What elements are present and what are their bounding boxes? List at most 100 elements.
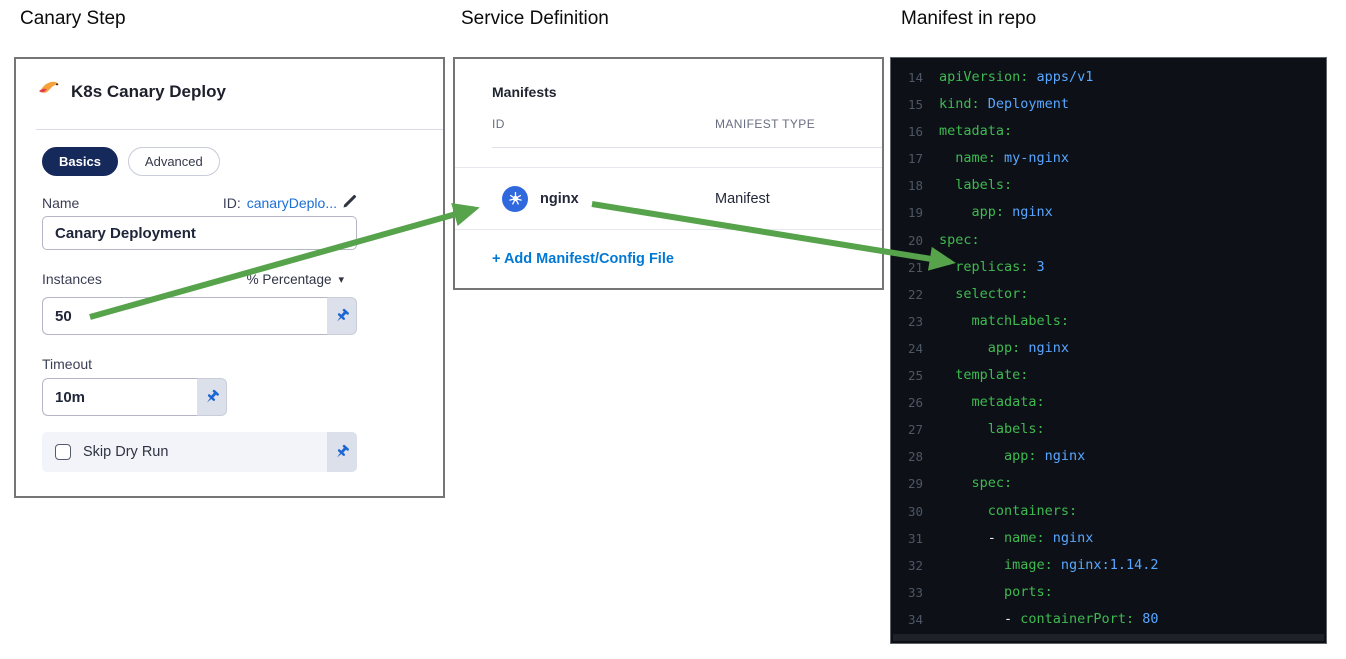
code-line: 28 app: nginx — [891, 443, 1326, 470]
line-number: 30 — [907, 503, 923, 519]
code-text: apiVersion: apps/v1 — [939, 69, 1094, 85]
canary-step-heading: Canary Step — [20, 8, 126, 29]
manifests-title: Manifests — [492, 84, 557, 100]
id-prefix: ID: — [222, 194, 241, 211]
manifest-in-repo-heading: Manifest in repo — [901, 8, 1037, 29]
line-number: 17 — [907, 151, 923, 167]
instances-unit-dropdown[interactable]: % Percentage ▾ — [247, 272, 344, 287]
manifest-type: Manifest — [715, 190, 770, 207]
code-text: - name: nginx — [939, 529, 1094, 546]
code-line: 34 - containerPort: 80 — [891, 606, 1326, 633]
step-title: K8s Canary Deploy — [71, 81, 226, 101]
pin-icon — [337, 444, 349, 458]
code-text: spec: — [939, 475, 1013, 492]
code-line: 21 replicas: 3 — [891, 254, 1326, 281]
skip-dry-run-checkbox[interactable] — [55, 444, 71, 460]
timeout-input[interactable] — [42, 378, 197, 416]
timeout-label: Timeout — [42, 356, 93, 372]
code-line: 30 containers: — [891, 498, 1326, 525]
service-definition-panel: Manifests ID MANIFEST TYPE nginx Manifes… — [453, 57, 884, 290]
line-number: 23 — [907, 313, 923, 329]
skip-dry-run-label: Skip Dry Run — [83, 444, 169, 460]
code-text: - containerPort: 80 — [939, 610, 1159, 627]
line-number: 33 — [907, 584, 923, 600]
code-line: 17 name: my-nginx — [891, 145, 1326, 172]
line-number: 21 — [907, 259, 923, 275]
manifest-id: nginx — [540, 190, 579, 207]
line-number: 18 — [907, 178, 923, 194]
code-line: 27 labels: — [891, 416, 1326, 443]
line-number: 26 — [907, 395, 923, 411]
pencil-icon[interactable] — [343, 194, 357, 211]
line-number: 20 — [907, 232, 923, 248]
code-text: matchLabels: — [939, 312, 1070, 329]
code-line: 26 metadata: — [891, 389, 1326, 416]
code-text: labels: — [939, 177, 1013, 194]
code-text: replicas: 3 — [939, 258, 1045, 275]
instances-pin-button[interactable] — [327, 297, 357, 335]
code-text: app: nginx — [939, 204, 1053, 221]
line-number: 32 — [907, 557, 923, 573]
code-text: metadata: — [939, 123, 1013, 140]
code-line: 31 - name: nginx — [891, 525, 1326, 552]
name-label: Name — [42, 194, 80, 211]
line-number: 24 — [907, 340, 923, 356]
code-line: 23 matchLabels: — [891, 308, 1326, 335]
code-line: 18 labels: — [891, 172, 1326, 199]
code-line: 33 ports: — [891, 579, 1326, 606]
code-text: app: nginx — [939, 339, 1070, 356]
name-input[interactable] — [42, 216, 357, 250]
add-manifest-link[interactable]: + Add Manifest/Config File — [492, 251, 674, 267]
code-line: 24 app: nginx — [891, 335, 1326, 362]
code-line: 15 kind: Deployment — [891, 91, 1326, 118]
code-text: containers: — [939, 502, 1078, 519]
code-text: image: nginx:1.14.2 — [939, 556, 1159, 573]
line-number: 16 — [907, 124, 923, 140]
line-number: 27 — [907, 422, 923, 438]
code-text: name: my-nginx — [939, 150, 1070, 167]
code-text: kind: Deployment — [939, 96, 1070, 113]
unit-dropdown-label: % Percentage — [246, 271, 332, 287]
code-text: app: nginx — [939, 448, 1086, 465]
code-line: 29 spec: — [891, 470, 1326, 497]
title-divider — [36, 129, 443, 130]
pin-icon — [206, 389, 219, 403]
table-header-divider — [492, 147, 882, 148]
code-line: 32 image: nginx:1.14.2 — [891, 552, 1326, 579]
skip-dry-run-row: Skip Dry Run — [42, 432, 357, 472]
step-id-link[interactable]: canaryDeplo... — [246, 194, 337, 211]
column-header-id: ID — [492, 117, 505, 131]
skip-dry-run-pin-button[interactable] — [327, 432, 357, 472]
line-number: 31 — [907, 530, 923, 546]
line-number: 29 — [907, 476, 923, 492]
service-definition-heading: Service Definition — [461, 8, 609, 29]
line-number: 25 — [907, 368, 923, 384]
timeout-pin-button[interactable] — [197, 378, 227, 416]
code-line: 16 metadata: — [891, 118, 1326, 145]
code-line: 25 template: — [891, 362, 1326, 389]
line-number: 28 — [907, 449, 923, 465]
line-number: 22 — [907, 286, 923, 302]
line-number: 15 — [907, 97, 923, 113]
tab-basics[interactable]: Basics — [42, 147, 118, 176]
chevron-down-icon: ▾ — [338, 273, 344, 286]
code-text: template: — [939, 367, 1029, 384]
tab-bar: Basics Advanced — [42, 147, 220, 176]
instances-input[interactable] — [42, 297, 327, 335]
line-number: 34 — [907, 611, 923, 627]
code-text: labels: — [939, 421, 1045, 438]
code-line: 22 selector: — [891, 281, 1326, 308]
column-header-manifest-type: MANIFEST TYPE — [715, 117, 816, 131]
manifest-table-row[interactable]: nginx Manifest — [455, 167, 882, 230]
code-line: 14 apiVersion: apps/v1 — [891, 64, 1326, 91]
canary-bird-icon — [38, 79, 61, 104]
pin-icon — [336, 308, 349, 322]
code-text: selector: — [939, 285, 1029, 302]
code-text: metadata: — [939, 394, 1045, 411]
instances-label: Instances — [42, 271, 102, 287]
line-number: 14 — [907, 70, 923, 85]
tab-advanced[interactable]: Advanced — [127, 147, 220, 176]
horizontal-scrollbar[interactable] — [893, 634, 1324, 641]
